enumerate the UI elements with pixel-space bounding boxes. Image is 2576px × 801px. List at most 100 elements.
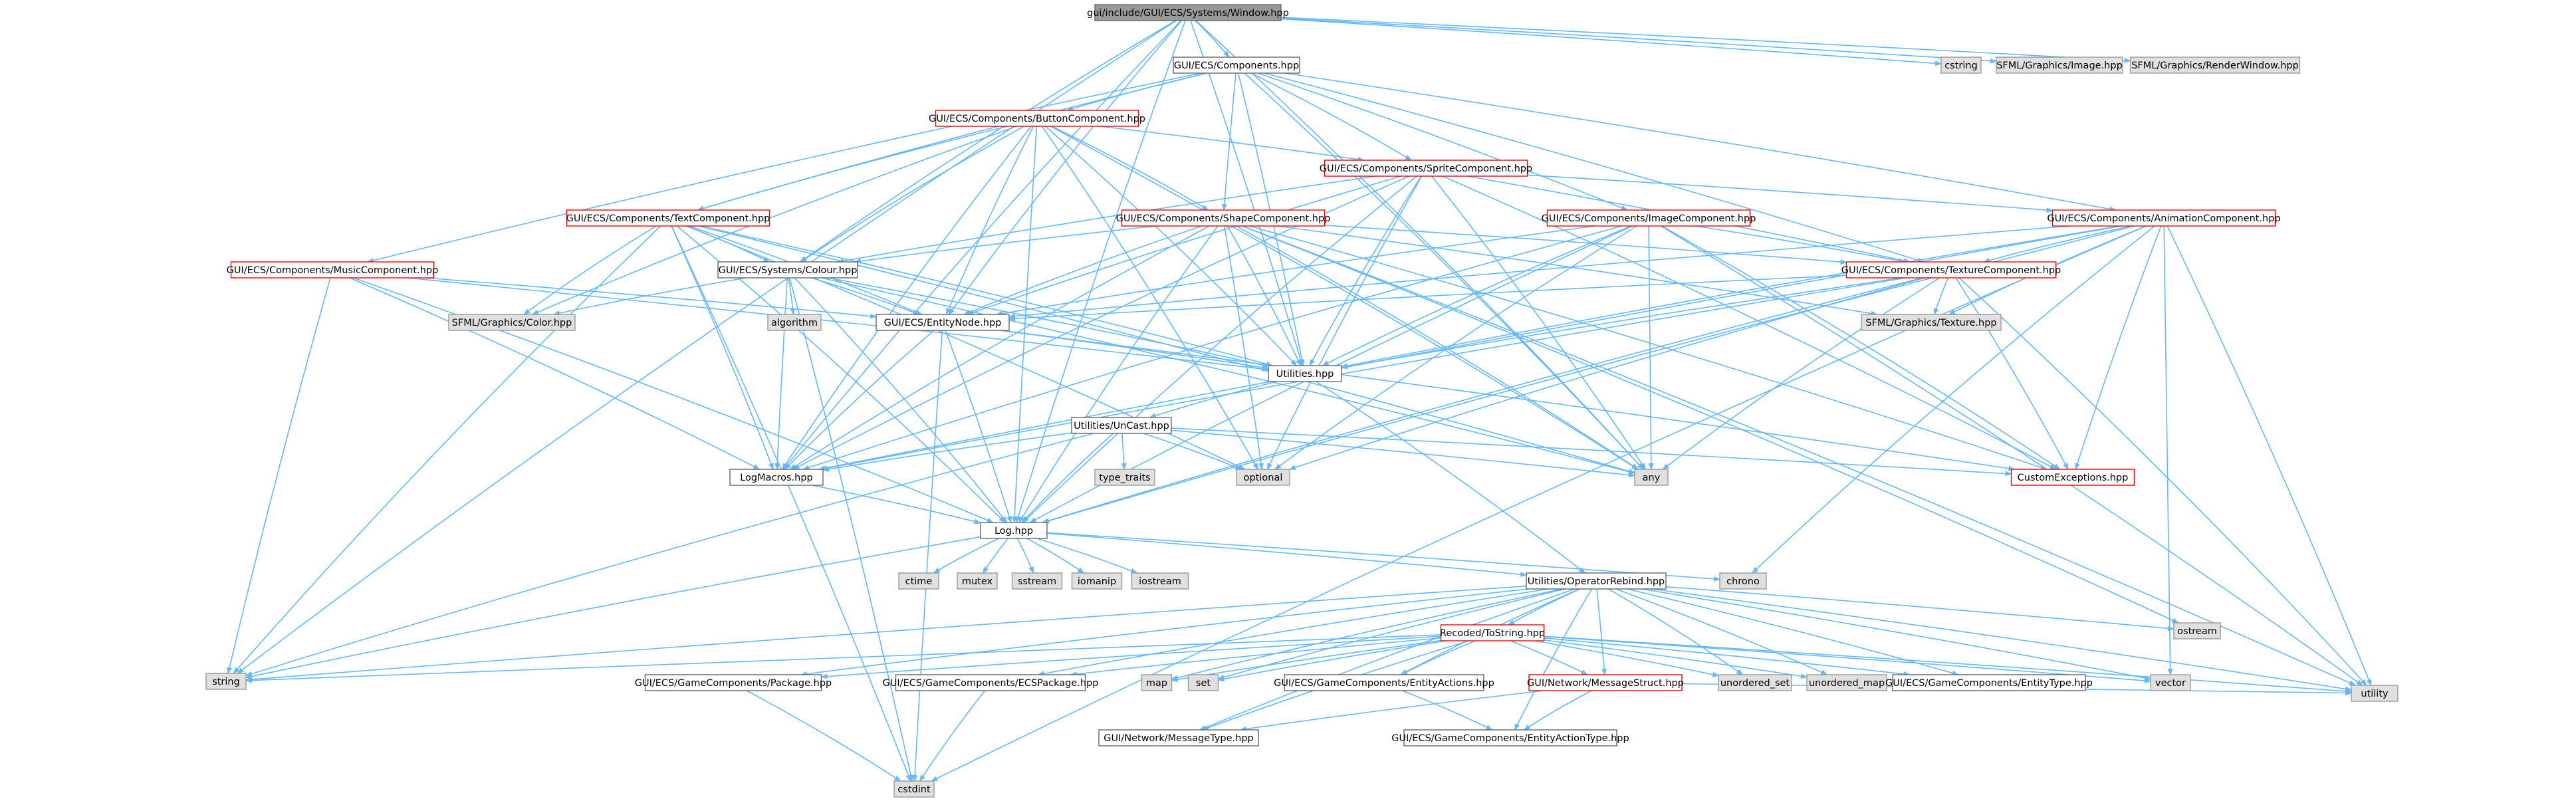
node-animation[interactable]: GUI/ECS/Components/AnimationComponent.hp… [2047,209,2281,227]
node-string[interactable]: string [205,673,247,690]
node-log[interactable]: Log.hpp [980,522,1048,539]
edge-recoded-to-unordered_set [1534,640,1719,677]
node-utilities[interactable]: Utilities.hpp [1268,365,1342,382]
node-label: GUI/ECS/Components/MusicComponent.hpp [227,265,439,276]
node-algorithm[interactable]: algorithm [767,314,822,331]
edge-uncast-to-any [1171,429,1635,478]
node-chrono[interactable]: chrono [1719,572,1767,590]
node-sprite[interactable]: GUI/ECS/Components/SpriteComponent.hpp [1320,160,1532,177]
node-sfml-color[interactable]: SFML/Graphics/Color.hpp [448,314,576,331]
node-label: GUI/ECS/GameComponents/ECSPackage.hpp [883,678,1099,689]
node-entitytype[interactable]: GUI/ECS/GameComponents/EntityType.hpp [1885,674,2093,691]
edge-colour-to-any [820,277,1635,475]
node-sfml-texture[interactable]: SFML/Graphics/Texture.hpp [1861,314,2002,331]
edge-image-to-utility [1660,225,2363,686]
node-components[interactable]: GUI/ECS/Components.hpp [1173,57,1300,74]
node-box [895,674,1086,691]
edge-texture-to-utility [1958,277,2367,686]
node-colour[interactable]: GUI/ECS/Systems/Colour.hpp [717,261,858,279]
node-mutex[interactable]: mutex [957,572,998,590]
node-music[interactable]: GUI/ECS/Components/MusicComponent.hpp [227,261,439,279]
node-text[interactable]: GUI/ECS/Components/TextComponent.hpp [566,209,770,227]
edge-entitynode-to-logmacros [784,330,935,470]
node-sfml-renderwindow[interactable]: SFML/Graphics/RenderWindow.hpp [2129,57,2301,74]
node-box [1236,469,1290,486]
edge-oprebind-to-entityactiontype [1514,588,1593,731]
node-label: GUI/ECS/Components/ImageComponent.hpp [1542,213,1756,224]
node-box [1940,57,1982,74]
node-button[interactable]: GUI/ECS/Components/ButtonComponent.hpp [929,110,1145,127]
node-oprebind[interactable]: Utilities/OperatorRebind.hpp [1526,572,1667,590]
node-box [893,780,935,798]
node-iomanip[interactable]: iomanip [1071,572,1123,590]
node-customexc[interactable]: CustomExceptions.hpp [2010,469,2135,486]
node-ctime[interactable]: ctime [898,572,939,590]
node-label: cstdint [897,784,931,795]
node-label: Log.hpp [995,526,1033,536]
node-ostream[interactable]: ostream [2173,622,2221,639]
edge-sprite-to-animation [1527,174,2053,213]
edge-button-to-utilities [1045,126,1298,366]
node-iostream[interactable]: iostream [1131,572,1189,590]
node-type-traits[interactable]: type_traits [1094,469,1155,486]
node-cstdint[interactable]: cstdint [893,780,935,798]
node-box [957,572,998,590]
edge-shape-to-utility [1242,225,2356,686]
edge-shape-to-ostream [1242,225,2179,624]
node-label: CustomExceptions.hpp [2018,473,2129,483]
node-box [935,110,1139,127]
node-ecspackage[interactable]: GUI/ECS/GameComponents/ECSPackage.hpp [883,674,1099,691]
node-uncast[interactable]: Utilities/UnCast.hpp [1071,417,1172,434]
node-box [1546,209,1751,227]
node-optional[interactable]: optional [1236,469,1290,486]
node-utility[interactable]: utility [2351,685,2399,702]
node-box [2351,685,2399,702]
node-box [2010,469,2135,486]
node-unordered-set[interactable]: unordered_set [1718,674,1792,691]
node-label: optional [1244,473,1283,483]
node-texture[interactable]: GUI/ECS/Components/TextureComponent.hpp [1841,261,2061,279]
node-box [1131,572,1189,590]
node-box [1268,365,1342,382]
edge-animation-to-utility [2166,225,2372,686]
edge-music-to-entitynode [425,277,877,319]
node-logmacros[interactable]: LogMacros.hpp [729,469,824,486]
node-package[interactable]: GUI/ECS/GameComponents/Package.hpp [635,674,832,691]
edge-oprebind-to-string [245,585,1527,683]
node-entityactiontype[interactable]: GUI/ECS/GameComponents/EntityActionType.… [1391,729,1629,746]
node-shape[interactable]: GUI/ECS/Components/ShapeComponent.hpp [1116,209,1331,227]
node-label: LogMacros.hpp [740,473,813,483]
edge-shape-to-sfml_texture [1277,225,1878,316]
node-messagestruct[interactable]: GUI/Network/MessageStruct.hpp [1527,674,1684,691]
edge-uncast-to-log [1021,433,1114,523]
node-label: Utilities/UnCast.hpp [1074,421,1169,431]
node-vector[interactable]: vector [2150,674,2191,691]
node-label: ostream [2177,626,2217,637]
node-cstring[interactable]: cstring [1940,57,1982,74]
node-label: SFML/Graphics/Image.hpp [1996,60,2123,71]
node-sfml-image[interactable]: SFML/Graphics/Image.hpp [1996,57,2123,74]
edge-animation-to-texture [1983,225,2131,263]
node-root[interactable]: gui/include/GUI/ECS/Systems/Window.hpp [1087,4,1289,21]
node-unordered-map[interactable]: unordered_map [1806,674,1887,691]
node-sstream[interactable]: sstream [1011,572,1063,590]
node-box [729,469,824,486]
edge-components-to-sprite [1250,72,1412,161]
node-box [1634,469,1669,486]
node-recoded[interactable]: Recoded/ToString.hpp [1440,624,1545,641]
node-entitynode[interactable]: GUI/ECS/EntityNode.hpp [876,314,1010,331]
node-map[interactable]: map [1141,674,1173,691]
edge-uncast-to-string [245,433,1094,677]
node-label: GUI/ECS/Components/AnimationComponent.hp… [2047,213,2280,224]
node-set[interactable]: set [1187,674,1219,691]
node-label: GUI/ECS/Components/ButtonComponent.hpp [929,114,1145,124]
edge-recoded-to-ecspackage [1070,637,1441,677]
node-messagetype[interactable]: GUI/Network/MessageType.hpp [1098,729,1259,746]
node-any[interactable]: any [1634,469,1669,486]
node-label: GUI/ECS/GameComponents/EntityActionType.… [1391,733,1629,744]
node-entityactions[interactable]: GUI/ECS/GameComponents/EntityActions.hpp [1274,674,1494,691]
node-box [1528,674,1683,691]
node-image[interactable]: GUI/ECS/Components/ImageComponent.hpp [1542,209,1756,227]
edge-logmacros-to-log [812,485,981,524]
